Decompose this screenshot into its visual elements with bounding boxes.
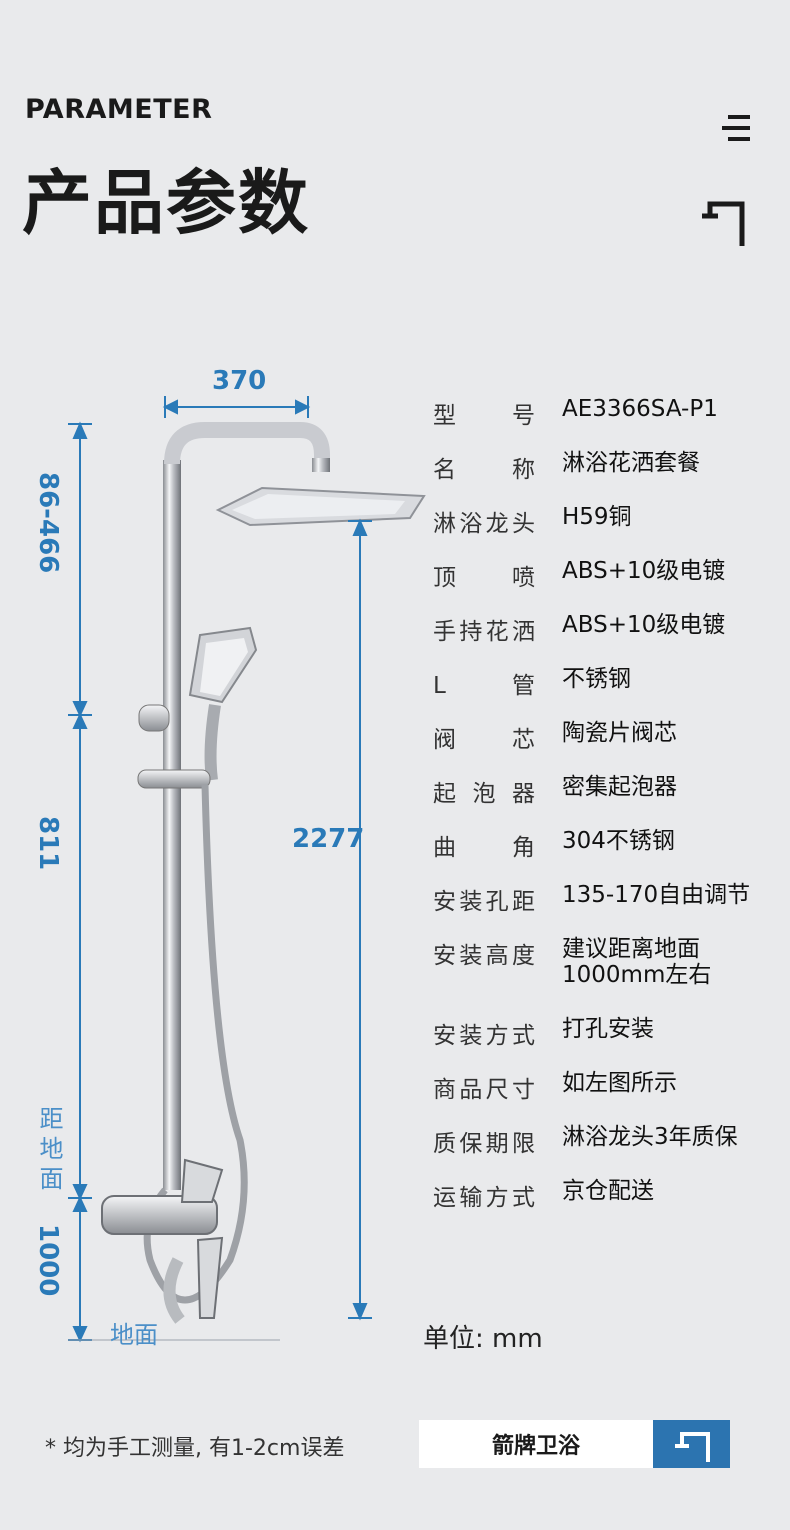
faucet-icon (675, 1432, 710, 1462)
spec-value: H59铜 (562, 504, 632, 530)
spec-value: 密集起泡器 (562, 774, 677, 800)
spec-row: 安装方式 打孔安装 (433, 1016, 773, 1050)
brand-button[interactable]: 箭牌卫浴 (419, 1420, 653, 1468)
spec-value-line: 1000mm左右 (562, 962, 712, 989)
spec-value: ABS+10级电镀 (562, 612, 726, 638)
menu-icon[interactable] (722, 113, 750, 143)
eyebrow-label: PARAMETER (25, 94, 213, 125)
spec-key: 商品尺寸 (433, 1077, 535, 1103)
spec-key: 名称 (433, 457, 535, 483)
spec-row: 安装孔距 135-170自由调节 (433, 882, 773, 916)
spec-key: 安装高度 (433, 943, 535, 969)
spec-value: 京仓配送 (562, 1178, 654, 1204)
rail-length-label: 811 (33, 816, 63, 871)
spec-row: 手持花洒 ABS+10级电镀 (433, 612, 773, 646)
spec-value: 不锈钢 (562, 666, 631, 692)
spec-value: 打孔安装 (562, 1016, 654, 1042)
dimension-lines (68, 396, 372, 1343)
spec-value: 304不锈钢 (562, 828, 675, 854)
spec-key: 运输方式 (433, 1185, 535, 1211)
spec-key: 起泡器 (433, 781, 535, 807)
shower-illustration (101, 422, 426, 1324)
spec-value-line: 建议距离地面 (562, 936, 700, 962)
spec-row: 运输方式 京仓配送 (433, 1178, 773, 1212)
spec-value: 淋浴龙头3年质保 (562, 1124, 738, 1150)
spec-value: 如左图所示 (562, 1070, 677, 1096)
spec-key: 顶喷 (433, 565, 535, 591)
spec-key: 型号 (433, 403, 535, 429)
spec-row: L管 不锈钢 (433, 666, 773, 700)
spec-key: 质保期限 (433, 1131, 535, 1157)
spec-value: 陶瓷片阀芯 (562, 720, 677, 746)
spec-row: 型号 AE3366SA-P1 (433, 396, 773, 430)
spec-row: 商品尺寸 如左图所示 (433, 1070, 773, 1104)
floor-height-caption: 距地面 (35, 1106, 63, 1196)
measurement-note: * 均为手工测量, 有1-2cm误差 (45, 1436, 345, 1461)
spec-row: 阀芯 陶瓷片阀芯 (433, 720, 773, 754)
spec-row: 名称 淋浴花洒套餐 (433, 450, 773, 484)
arm-range-label: 86-466 (33, 472, 63, 574)
spec-value: 135-170自由调节 (562, 882, 751, 908)
spec-value: AE3366SA-P1 (562, 396, 718, 422)
top-width-label: 370 (212, 366, 267, 396)
spec-key: 安装方式 (433, 1023, 535, 1049)
spec-value: 淋浴花洒套餐 (562, 450, 700, 476)
faucet-icon (702, 201, 745, 246)
brand-name: 箭牌卫浴 (491, 1434, 580, 1459)
page-title: 产品参数 (22, 162, 310, 244)
unit-label: 单位: mm (423, 1324, 543, 1354)
spec-key: 阀芯 (433, 727, 535, 753)
spec-row: 顶喷 ABS+10级电镀 (433, 558, 773, 592)
spec-row: 质保期限 淋浴龙头3年质保 (433, 1124, 773, 1158)
spec-key: 手持花洒 (433, 619, 535, 645)
spec-key: L管 (433, 673, 535, 699)
spec-key: 淋浴龙头 (433, 511, 535, 537)
spec-key: 曲角 (433, 835, 535, 861)
spec-key: 安装孔距 (433, 889, 535, 915)
spec-value: ABS+10级电镀 (562, 558, 726, 584)
spec-row: 淋浴龙头 H59铜 (433, 504, 773, 538)
floor-height-value: 1000 (33, 1224, 63, 1297)
spec-row: 曲角 304不锈钢 (433, 828, 773, 862)
floor-label: 地面 (110, 1321, 158, 1349)
brand-icon-box[interactable] (653, 1420, 730, 1468)
spec-row: 起泡器 密集起泡器 (433, 774, 773, 808)
total-height-label: 2277 (292, 824, 365, 854)
